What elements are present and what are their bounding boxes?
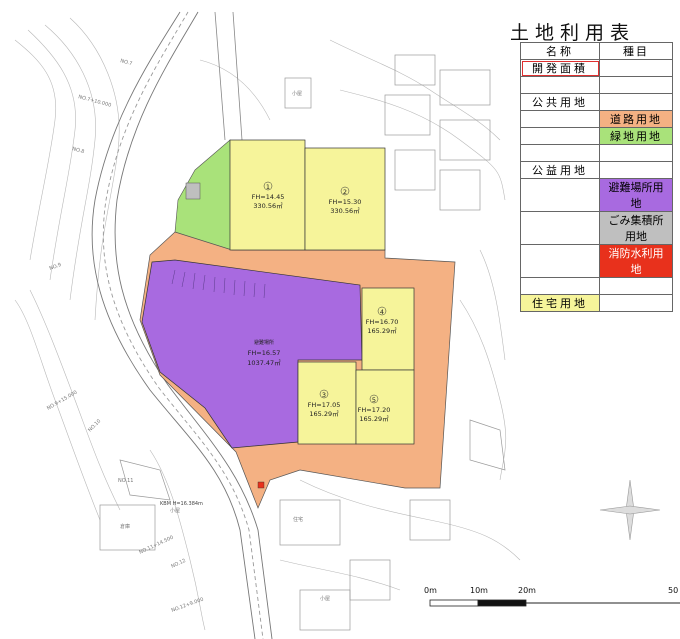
- legend-header-row: 名称 種目: [520, 42, 673, 60]
- scale-bar: [429, 599, 680, 607]
- label-no7: NO.7: [119, 58, 132, 67]
- legend-name: [520, 144, 600, 162]
- lot3-fh: FH=17.05: [308, 401, 341, 409]
- legend-category: [599, 161, 673, 179]
- legend-row: 公共用地: [520, 93, 673, 111]
- label-no7b: NO.7+10.000: [77, 94, 111, 109]
- lot3-area: 165.29㎡: [309, 409, 339, 418]
- legend-category: [599, 277, 673, 295]
- legend-name: [520, 178, 600, 212]
- garbage-area: [185, 182, 201, 200]
- legend-row: [520, 277, 673, 295]
- legend-row: 開発面積: [520, 59, 673, 77]
- lot-5: [355, 369, 415, 445]
- legend-row: 公益用地: [520, 161, 673, 179]
- legend-name: [520, 211, 600, 245]
- lot-2: [304, 147, 386, 251]
- scale-20: 20m: [518, 586, 536, 595]
- scale-0: 0m: [424, 586, 437, 595]
- legend-name: [520, 127, 600, 145]
- label-sokoya: 倉庫: [120, 523, 130, 530]
- lot4-no: 4: [380, 308, 384, 316]
- legend-category: [599, 294, 673, 312]
- legend-name: [520, 244, 600, 278]
- evac-fh: FH=16.57: [248, 349, 281, 357]
- legend-row: 住宅用地: [520, 294, 673, 312]
- lot-labels: 1 FH=14.45 330.56㎡ 2 FH=15.30 330.56㎡ 4 …: [247, 181, 399, 423]
- legend-header-name: 名称: [520, 42, 600, 60]
- lot2-no: 2: [343, 188, 347, 196]
- lot1-area: 330.56㎡: [253, 201, 283, 210]
- legend-header-category: 種目: [599, 42, 673, 60]
- legend-row: ごみ集積所用地: [520, 211, 673, 245]
- legend-row: 緑地用地: [520, 127, 673, 145]
- legend-name: [520, 277, 600, 295]
- lot5-fh: FH=17.20: [358, 406, 391, 414]
- scale-50: 50: [668, 586, 679, 595]
- label-kbm: KBM H=16.384m: [160, 501, 203, 507]
- lot3-no: 3: [322, 391, 326, 399]
- label-no12b: NO.12+9.000: [171, 597, 205, 614]
- legend-name: 開発面積: [520, 59, 600, 77]
- lot-3: [297, 361, 357, 445]
- fire-water-site: [257, 481, 265, 489]
- label-koya2: 小屋: [320, 595, 330, 602]
- lot1-fh: FH=14.45: [252, 193, 285, 201]
- lot-1: [229, 139, 306, 251]
- lot4-fh: FH=16.70: [366, 318, 399, 326]
- legend-title: 土地利用表: [510, 22, 636, 44]
- land-use-table: 名称 種目 開発面積 公共用地 道路用地 緑地用地 公益用地 避難場所用地 ごみ…: [520, 42, 673, 312]
- lot5-area: 165.29㎡: [359, 414, 389, 423]
- north-arrow-icon: [599, 479, 661, 541]
- main-road: [91, 11, 273, 639]
- lot4-area: 165.29㎡: [367, 326, 397, 335]
- scale-10: 10m: [470, 586, 488, 595]
- lot2-area: 330.56㎡: [330, 206, 360, 215]
- legend-name-residential: 住宅用地: [520, 294, 600, 312]
- legend-category: [599, 59, 673, 77]
- legend-row: [520, 144, 673, 162]
- lot5-no: 5: [372, 396, 376, 404]
- legend-name: 公益用地: [520, 161, 600, 179]
- evac-name: 避難場所: [254, 339, 274, 346]
- existing-parcels: [99, 54, 506, 631]
- legend-name: [520, 76, 600, 94]
- legend-row: 消防水利用地: [520, 244, 673, 278]
- legend-category-fire: 消防水利用地: [599, 244, 673, 278]
- label-no9b: NO.9+15.000: [46, 390, 78, 412]
- green-area: [174, 139, 233, 251]
- lot1-no: 1: [266, 183, 270, 191]
- label-no9: NO.9: [49, 262, 63, 272]
- label-no11b: NO.11+14.500: [138, 535, 174, 556]
- label-jutaku: 住宅: [293, 516, 303, 523]
- legend-category: [599, 76, 673, 94]
- legend-category: [599, 144, 673, 162]
- legend-category: [599, 93, 673, 111]
- label-koya1: 小屋: [292, 90, 302, 97]
- legend-name: 公共用地: [520, 93, 600, 111]
- legend-category-green: 緑地用地: [599, 127, 673, 145]
- legend-category-evacuation: 避難場所用地: [599, 178, 673, 212]
- legend-name: [520, 110, 600, 128]
- evac-area: 1037.47㎡: [247, 358, 281, 367]
- evac-slope-lines: [171, 269, 266, 299]
- label-no8: NO.8: [71, 146, 84, 155]
- label-no10: NO.10: [87, 418, 102, 433]
- legend-row: 道路用地: [520, 110, 673, 128]
- label-no11: NO.11: [118, 478, 133, 484]
- legend-row: 避難場所用地: [520, 178, 673, 212]
- lot2-fh: FH=15.30: [329, 198, 362, 206]
- label-koya3: 小屋: [170, 507, 180, 514]
- contour-lines: [14, 17, 521, 631]
- label-no12: NO.12: [170, 558, 187, 570]
- legend-category-road: 道路用地: [599, 110, 673, 128]
- legend-category-garbage: ごみ集積所用地: [599, 211, 673, 245]
- side-road: [214, 11, 243, 141]
- legend-row: [520, 76, 673, 94]
- lot-4: [361, 287, 415, 371]
